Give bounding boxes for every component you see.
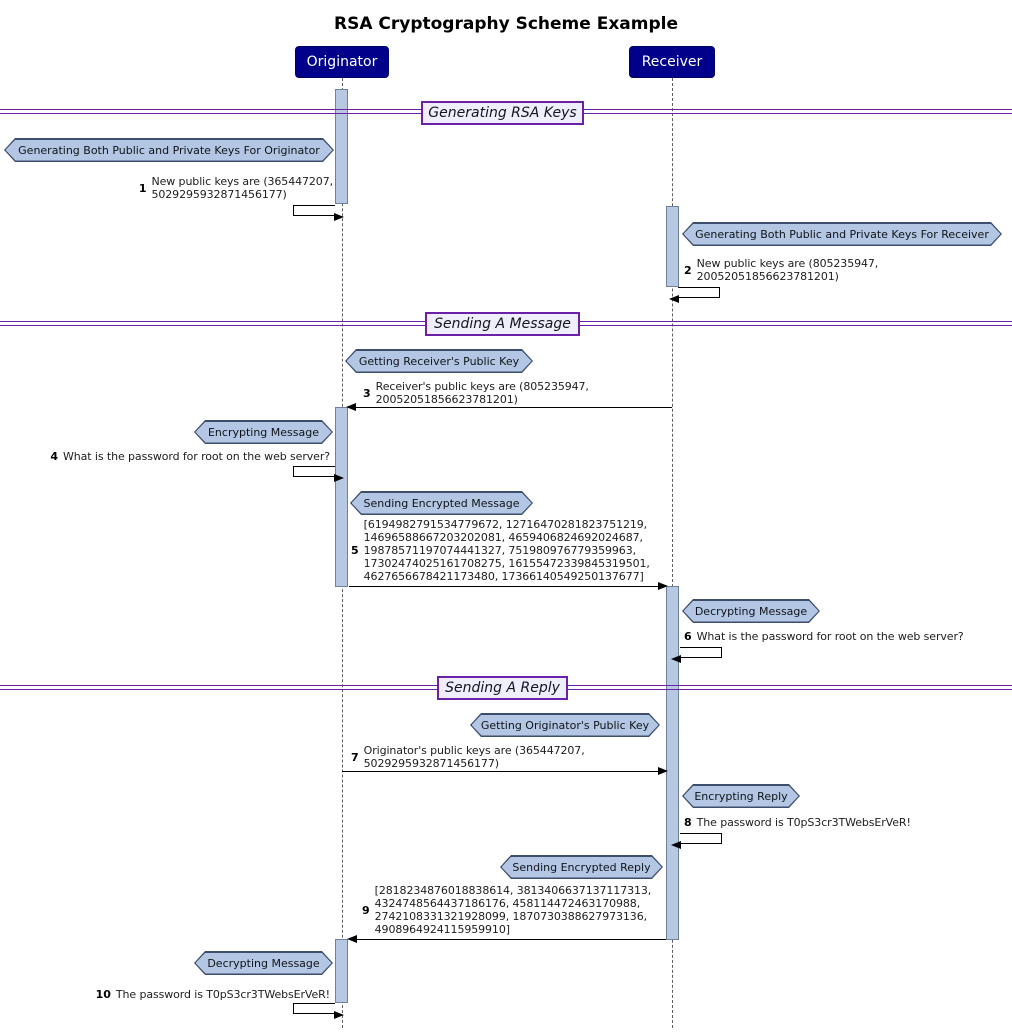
self-message-arrow-8	[671, 833, 722, 849]
message-5-arrow	[349, 581, 668, 590]
arrowhead-right-icon	[658, 581, 668, 590]
arrowhead-left-icon	[669, 294, 679, 303]
message-4-label: 4 What is the password for root on the w…	[50, 450, 330, 463]
self-message-arrow-10	[293, 1003, 344, 1019]
note-generating-keys-originator: Generating Both Public and Private Keys …	[4, 138, 334, 162]
message-9-label: 9 [2818234876018838614, 3813406637137117…	[362, 884, 652, 936]
note-encrypting-reply: Encrypting Reply	[682, 784, 800, 808]
note-sending-encrypted-message: Sending Encrypted Message	[350, 491, 533, 515]
message-1-label: 1 New public keys are (365447207, 502929…	[138, 175, 333, 201]
message-7-label: 7 Originator's public keys are (36544720…	[351, 744, 585, 770]
activation-bar-originator-3	[335, 939, 348, 1003]
self-message-arrow-2	[669, 287, 720, 303]
note-encrypting-message: Encrypting Message	[194, 420, 333, 444]
note-decrypting-message-originator: Decrypting Message	[194, 951, 333, 975]
activation-bar-originator-2	[335, 407, 348, 587]
arrowhead-right-icon	[658, 766, 668, 775]
divider-generating-rsa-keys: Generating RSA Keys	[421, 101, 584, 125]
message-6-label: 6 What is the password for root on the w…	[684, 630, 964, 643]
self-message-arrow-6	[671, 647, 722, 663]
note-decrypting-message-receiver: Decrypting Message	[682, 599, 820, 623]
note-sending-encrypted-reply: Sending Encrypted Reply	[500, 855, 663, 879]
message-3-label: 3 Receiver's public keys are (805235947,…	[363, 380, 589, 406]
message-7-arrow	[342, 766, 668, 775]
diagram-title: RSA Cryptography Scheme Example	[333, 14, 679, 34]
message-5-label: 5 [6194982791534779672, 1271647028182375…	[351, 518, 650, 583]
activation-bar-receiver-2	[666, 586, 679, 940]
arrowhead-right-icon	[334, 1010, 344, 1019]
arrowhead-left-icon	[346, 402, 356, 411]
actor-originator: Originator	[295, 46, 389, 78]
arrowhead-right-icon	[334, 473, 344, 482]
divider-sending-a-reply: Sending A Reply	[437, 676, 568, 700]
actor-receiver: Receiver	[629, 46, 715, 78]
message-8-label: 8 The password is T0pS3cr3TWebsErVeR!	[684, 816, 911, 829]
message-10-label: 10 The password is T0pS3cr3TWebsErVeR!	[95, 988, 331, 1001]
self-message-arrow-4	[293, 466, 344, 482]
arrowhead-left-icon	[671, 654, 681, 663]
lifeline-receiver	[672, 78, 673, 1028]
message-3-arrow	[346, 402, 672, 411]
note-getting-receivers-public-key: Getting Receiver's Public Key	[345, 349, 533, 373]
activation-bar-receiver-1	[666, 206, 679, 287]
message-9-arrow	[347, 934, 666, 943]
arrowhead-right-icon	[334, 212, 344, 221]
arrowhead-left-icon	[347, 934, 357, 943]
message-2-label: 2 New public keys are (805235947, 200520…	[684, 257, 879, 283]
note-getting-originators-public-key: Getting Originator's Public Key	[470, 713, 660, 737]
arrowhead-left-icon	[671, 840, 681, 849]
self-message-arrow-1	[293, 205, 344, 221]
note-generating-keys-receiver: Generating Both Public and Private Keys …	[682, 222, 1002, 246]
activation-bar-originator-1	[335, 89, 348, 204]
divider-sending-a-message: Sending A Message	[425, 312, 580, 336]
